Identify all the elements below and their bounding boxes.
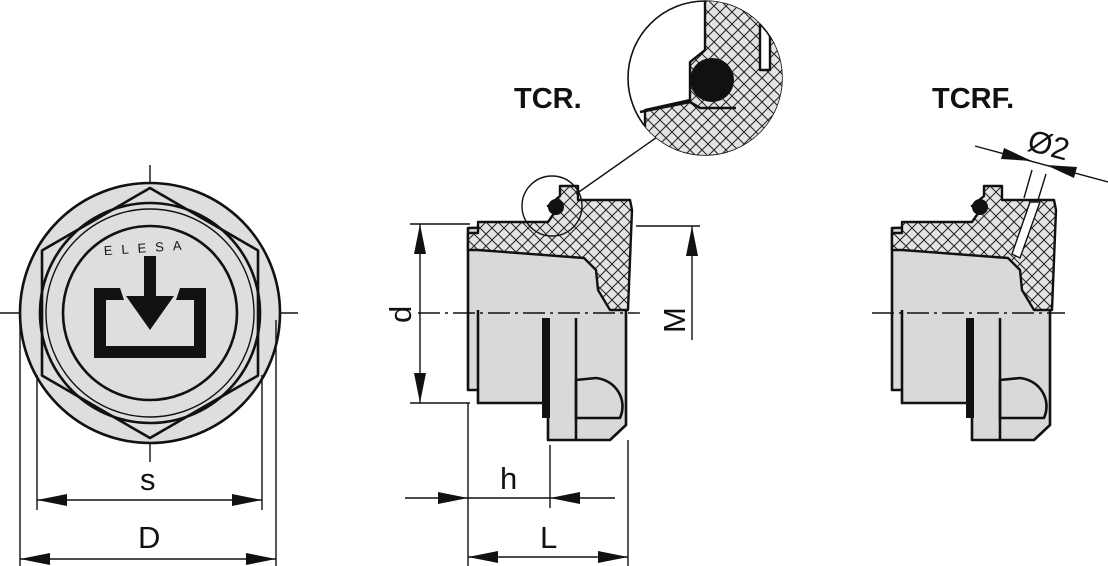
dim-label-h: h (500, 461, 517, 496)
tcrf-vent-hole (1011, 201, 1041, 259)
logo-text: ELESA (103, 237, 191, 258)
elesa-logo-icon (94, 256, 206, 358)
L-arrow-right (598, 551, 628, 563)
magnified-detail (627, 0, 783, 156)
vent-arrow-right (1046, 165, 1077, 178)
hexagon (40, 186, 260, 440)
inner-circle-2 (45, 208, 255, 418)
title-tcr: TCR. (514, 83, 582, 115)
dim-label-M: M (657, 307, 692, 333)
front-view: ELESA s D (0, 165, 298, 566)
dim-label-D: D (138, 520, 160, 555)
D-arrow-left (20, 553, 50, 565)
tcr-hatched-section (466, 184, 634, 312)
dim-label-d: d (383, 306, 418, 323)
tcr-section-view: TCR. d M h (383, 83, 700, 566)
tcr-oring (548, 199, 564, 215)
vent-extension-2 (1037, 173, 1047, 201)
L-arrow-left (468, 551, 498, 563)
tcr-leader-line (575, 134, 661, 195)
tcrf-oring (972, 199, 988, 215)
d-arrow-top (414, 224, 426, 254)
h-arrow-left (438, 492, 468, 504)
s-arrow-right (232, 494, 262, 506)
tcrf-dome-detail (998, 376, 1048, 420)
s-arrow-left (37, 494, 67, 506)
vent-arrow-left (1001, 148, 1032, 161)
tcr-dome-detail (574, 376, 624, 420)
d-arrow-bottom (414, 373, 426, 403)
vent-dimension-line (974, 145, 1108, 183)
magnified-oring (690, 58, 734, 102)
dim-label-L: L (540, 520, 557, 555)
M-arrow-top (686, 226, 698, 256)
inner-circle-1 (38, 201, 262, 425)
tcrf-hatched-section (890, 184, 1058, 312)
dim-label-s: s (140, 462, 156, 497)
D-arrow-right (246, 553, 276, 565)
title-tcrf: TCRF. (932, 83, 1014, 115)
tcr-detail-circle (521, 175, 583, 237)
tcr-gasket (542, 318, 550, 418)
inner-circle-3 (61, 224, 239, 402)
h-arrow-right (550, 492, 580, 504)
vent-extension-1 (1023, 169, 1033, 199)
tcrf-gasket (966, 318, 974, 418)
tcrf-section-view: TCRF. Ø2 (872, 83, 1108, 442)
